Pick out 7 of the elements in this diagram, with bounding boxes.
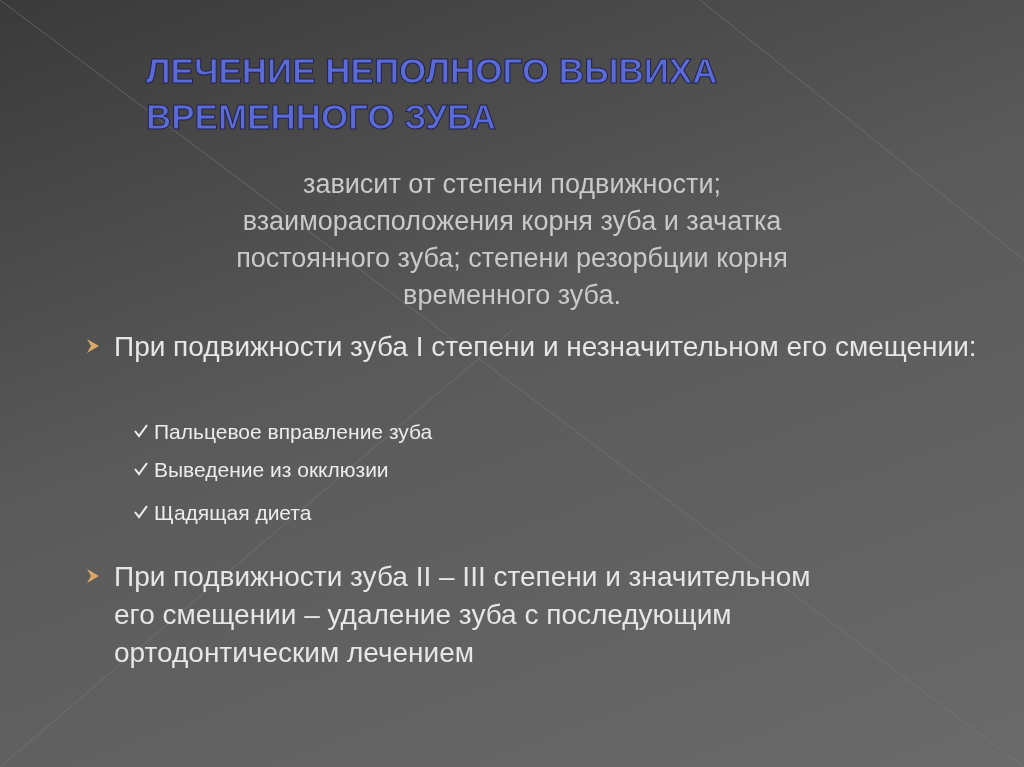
bullet-text: Щадящая диета <box>154 500 312 526</box>
description-text: зависит от степени подвижности; взаиморасположения корня зуба и зачатка постоянного зуба; степени резорбции корня временного зуба. <box>235 168 789 312</box>
bullet-text: Выведение из окклюзии <box>154 457 389 483</box>
bullet-text: Пальцевое вправление зуба <box>154 419 433 445</box>
slide-title: ЛЕЧЕНИЕ НЕПОЛНОГО ВЫВИХА ВРЕМЕННОГО ЗУБА <box>146 50 719 138</box>
bullet-text: При подвижности зуба II – III степени и значительном его смещении – удаление зуба с последующим ортодонтическим лечением <box>114 560 812 670</box>
bullet-text: При подвижности зуба I степени и незначительном его смещении: <box>114 330 977 364</box>
